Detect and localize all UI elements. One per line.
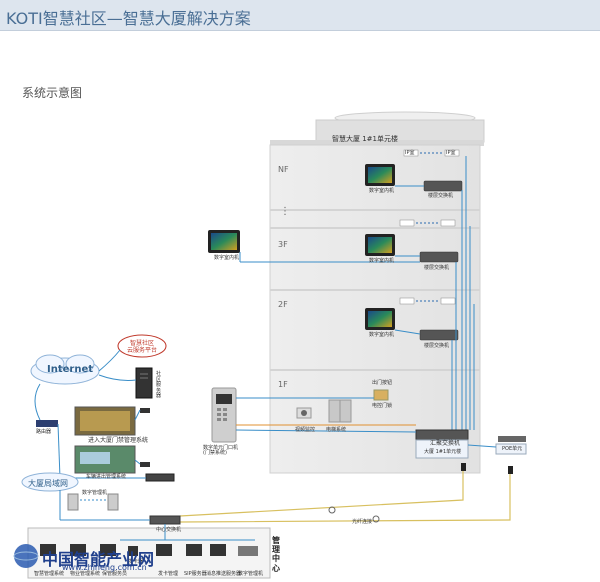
internet-cloud-icon [30, 354, 100, 385]
mgmt-item: 数字管理机 [238, 571, 264, 577]
server-icon [135, 367, 153, 399]
router-icon [36, 420, 58, 427]
indoor-monitor-2f [365, 308, 395, 330]
camera-label: 视频监控 [295, 427, 316, 433]
monitor-label-2f: 数字室内机 [369, 332, 395, 338]
cloud-platform-label: 智慧社区 云服务平台 [126, 340, 157, 355]
cloud-platform-icon [117, 334, 167, 358]
switch-label-2f: 楼层交换机 [424, 343, 450, 349]
watermark-title: 中国智能产业网 [42, 550, 155, 569]
elevator-label: 电梯系统 [326, 427, 347, 433]
floor-label-2f: 2F [278, 300, 288, 309]
door-unit-icon [67, 493, 119, 511]
mgmt-item: 消息推送服务器 [206, 571, 242, 577]
monitor-label-remote: 数字室内机 [214, 255, 240, 261]
ip-tag-label: IP室 [405, 150, 415, 156]
center-switch [149, 515, 181, 525]
ip-tag [440, 219, 456, 227]
ip-tag [440, 297, 456, 305]
floor-label-3f: 3F [278, 240, 288, 249]
management-center-label: 管理中心 [272, 536, 280, 573]
header-bar: KOTI智慧社区—智慧大厦解决方案 [0, 0, 600, 31]
lock-button-label: 出门按钮 [372, 380, 393, 386]
mgmt-item: 发卡器 [128, 559, 144, 565]
router-label: 路由器 [36, 429, 52, 435]
floor-switch-2f [419, 329, 459, 341]
watermark-url: www.zhineng.com.cn [62, 563, 147, 572]
gate-system-label: 进入大厦门禁管理系统 [88, 437, 149, 444]
door-lock-icon [373, 389, 389, 401]
ip-tag [444, 149, 460, 157]
lock-label: 电控门锁 [372, 403, 393, 409]
door-units-label: 数字管理机 [82, 490, 108, 496]
unit-door-station [211, 387, 237, 443]
server-label: 社区服务器 [156, 371, 162, 399]
mgmt-item: 保管服务员 [102, 571, 128, 577]
monitor-label-nf: 数字室内机 [369, 188, 395, 194]
ip-tag [403, 149, 419, 157]
core-switch-sublabel: 大厦 1#1单元楼 [424, 449, 462, 455]
gate-system-image [74, 406, 136, 436]
poe-label: POE单元 [502, 446, 523, 452]
mgmt-item: 智慧管理系统 [34, 571, 65, 577]
floor-label-1f: 1F [278, 380, 288, 389]
indoor-monitor-remote [208, 230, 240, 253]
core-switch-label: 汇聚交换机 [430, 440, 461, 447]
lan-label: 大厦局域网 [28, 479, 68, 488]
parking-system-image [74, 445, 136, 474]
building-title: 智慧大厦 1#1单元楼 [332, 135, 398, 143]
indoor-monitor-nf [365, 164, 395, 186]
fiber-cable [179, 471, 511, 523]
center-switch-label: 中心交换机 [156, 527, 182, 533]
poe-unit [495, 436, 527, 455]
riser-cables [451, 156, 475, 430]
fiber-label: 光纤连接 [352, 519, 373, 525]
indoor-monitor-3f [365, 234, 395, 256]
building-roof [270, 111, 485, 146]
mgmt-item: 发卡管理 [158, 571, 179, 577]
internet-label: Internet [47, 364, 94, 375]
core-switch [415, 429, 469, 459]
parking-system-label: 车辆进出管理系统 [86, 474, 127, 480]
elevator-icon [328, 399, 352, 423]
unit-door-label: 数字单元门口机 (门禁系统) [203, 445, 239, 456]
diagram-subtitle: 系统示意图 [22, 86, 83, 100]
floor-label-nf: NF [278, 165, 289, 174]
mgmt-item: SIP服务器 [184, 571, 207, 577]
switch-label-nf: 楼层交换机 [428, 193, 454, 199]
switch-label-3f: 楼层交换机 [424, 265, 450, 271]
camera-icon [296, 407, 312, 419]
watermark-globe-icon [13, 544, 39, 568]
mgmt-item: 物业管理系统 [70, 571, 101, 577]
ip-tag [399, 297, 415, 305]
ip-tag [399, 219, 415, 227]
floor-dividers [270, 209, 480, 371]
ip-tag-label: IP室 [446, 150, 456, 156]
lan-cloud-icon [21, 472, 79, 492]
floor-switch-3f [419, 251, 459, 263]
floor-switch-nf [423, 180, 463, 192]
page-title: KOTI智慧社区—智慧大厦解决方案 [6, 9, 251, 28]
floor-ellipsis: ⋮ [280, 206, 290, 217]
monitor-label-3f: 数字室内机 [369, 258, 395, 264]
